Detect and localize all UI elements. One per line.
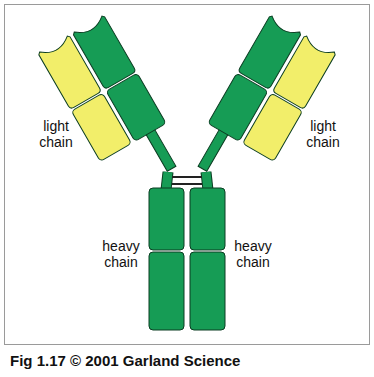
right-arm bbox=[187, 15, 336, 198]
heavy-chain-domain bbox=[149, 252, 184, 330]
disulfide-bond bbox=[172, 183, 202, 185]
heavy-chain-label: heavy chain bbox=[96, 238, 146, 270]
disulfide-bond bbox=[172, 176, 202, 178]
heavy-chain-label: heavy chain bbox=[228, 238, 278, 270]
heavy-chain-domain bbox=[190, 252, 225, 330]
figure-caption: Fig 1.17 © 2001 Garland Science bbox=[10, 352, 240, 369]
figure-frame bbox=[5, 5, 370, 345]
light-chain-label: light chain bbox=[33, 118, 79, 150]
heavy-chain-domain bbox=[149, 188, 184, 250]
light-chain-label: light chain bbox=[300, 118, 346, 150]
left-arm bbox=[38, 15, 187, 198]
heavy-chain-domain bbox=[190, 188, 225, 250]
